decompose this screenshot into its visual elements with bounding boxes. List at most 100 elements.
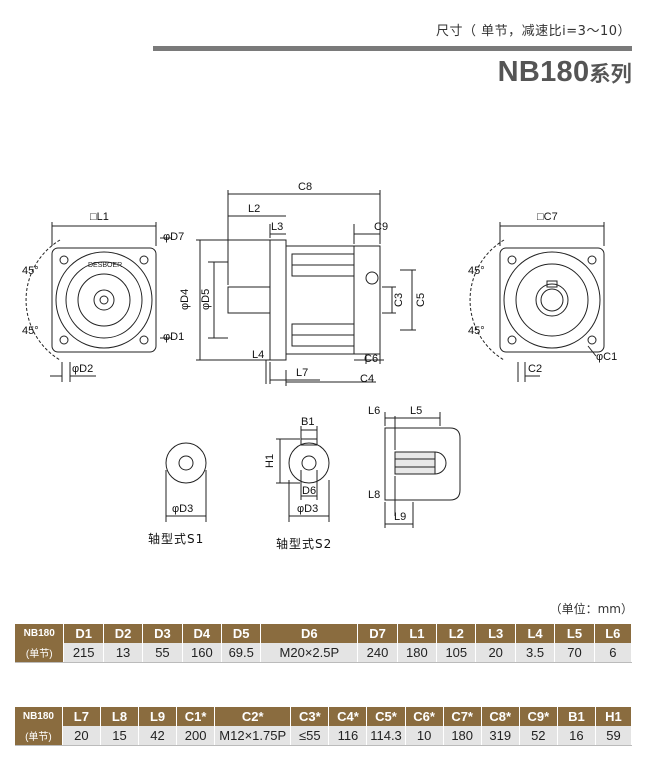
side-view [196,190,416,386]
table-value-cell: 319 [481,726,520,746]
table-value-cell: 180 [443,726,482,746]
table-value-cell: 69.5 [221,643,262,663]
input-flange-view [25,222,172,382]
shaft-s2-drawing [276,426,330,522]
title-suffix: 系列 [589,63,632,86]
output-flange-view [469,222,605,382]
dim-angle-right-top: 45° [468,265,485,277]
table-value-cell: 180 [397,643,438,663]
table-header-cell: D5 [221,624,262,643]
table-header-cell: C3* [290,707,330,726]
dim-c3: C3 [393,293,405,307]
nameplate-group: DESBOER [88,262,122,269]
table-value-cell: M12×1.75P [214,726,292,746]
table-header-cell: C2* [214,707,292,726]
table-header-cell: C1* [176,707,216,726]
table-header-cell: C6* [405,707,444,726]
table-value-cell: 160 [182,643,223,663]
table-header-cell: B1 [557,707,596,726]
table-value-cell: 215 [63,643,104,663]
dim-l6: L6 [368,405,380,417]
table-header-cell: D7 [357,624,398,643]
table-2-header-row: NB180 L7 L8 L9 C1* C2* C3* C4* C5* C6* C… [15,707,633,726]
dim-d6: D6 [302,485,316,497]
table-value-cell: 70 [554,643,595,663]
table-1-section: (单节) [15,643,65,663]
table-header-cell: L2 [436,624,477,643]
dim-c5: C5 [415,293,427,307]
dim-d5: φD5 [200,289,212,310]
table-header-cell: D1 [63,624,104,643]
dim-l5: L5 [410,405,422,417]
page-subtitle: 尺寸（ 单节，减速比i=3～10） [436,24,631,39]
table-header-cell: L3 [475,624,516,643]
table-header-cell: H1 [595,707,633,726]
table-value-cell: 55 [142,643,183,663]
dim-c8: C8 [298,181,312,193]
table-header-cell: C9* [519,707,558,726]
dim-b1: B1 [301,416,314,428]
table-2-model: NB180 [15,707,63,726]
table-header-cell: C4* [328,707,368,726]
title-rule [153,46,632,51]
table-value-cell: ≤55 [290,726,330,746]
table-header-cell: C5* [366,707,406,726]
table-value-cell: 3.5 [515,643,556,663]
table-header-cell: D4 [182,624,223,643]
dim-c6: C6 [364,353,378,365]
table-value-cell: 20 [62,726,101,746]
table-value-cell: M20×2.5P [260,643,359,663]
dim-d1: φD1 [163,331,184,343]
table-value-cell: 42 [138,726,178,746]
table-header-cell: L4 [515,624,556,643]
table-header-cell: D3 [142,624,183,643]
table-1-model: NB180 [15,624,65,643]
dim-l8: L8 [368,489,380,501]
dim-l1: □L1 [90,211,109,223]
unit-note: （单位：mm） [549,602,633,616]
table-value-cell: 240 [357,643,398,663]
table-value-cell: 13 [103,643,144,663]
dimension-drawing: DESBOER □L1 φD7 φD1 45° 45° φD2 C8 L2 L3… [22,181,617,551]
spec-table-1: NB180 D1 D2 D3 D4 D5 D6 D7 L1 L2 L3 L4 L… [15,624,633,663]
dim-c4: C4 [360,373,374,385]
table-1-value-row: (单节) 215 13 55 160 69.5 M20×2.5P 240 180… [15,643,633,663]
dim-d2: φD2 [72,363,93,375]
dim-angle-right-bottom: 45° [468,325,485,337]
dim-c1: φC1 [596,351,617,363]
dim-c2: C2 [528,363,542,375]
table-value-cell: 16 [557,726,596,746]
table-2-value-row: (单节) 20 15 42 200 M12×1.75P ≤55 116 114.… [15,726,633,746]
dim-l3: L3 [271,221,283,233]
table-value-cell: 116 [328,726,368,746]
dim-d7: φD7 [163,231,184,243]
table-value-cell: 114.3 [366,726,406,746]
dim-s1-d3: φD3 [172,503,193,515]
table-value-cell: 6 [594,643,633,663]
dim-l2: L2 [248,203,260,215]
dim-angle-left-bottom: 45° [22,325,39,337]
table-header-cell: L5 [554,624,595,643]
dim-s2-d3: φD3 [297,503,318,515]
table-header-cell: L6 [594,624,633,643]
shaft-s1-label: 轴型式S1 [148,531,204,546]
table-1-header-row: NB180 D1 D2 D3 D4 D5 D6 D7 L1 L2 L3 L4 L… [15,624,633,643]
page-title: NB180系列 [498,56,632,89]
title-model: NB180 [497,56,590,88]
table-value-cell: 10 [405,726,444,746]
table-value-cell: 15 [100,726,140,746]
dim-h1: H1 [264,454,276,468]
dim-d4: φD4 [179,289,191,310]
table-header-cell: L9 [138,707,178,726]
dim-angle-left-top: 45° [22,265,39,277]
dim-l9: L9 [394,511,406,523]
dim-l4: L4 [252,349,264,361]
table-header-cell: L7 [62,707,101,726]
dim-c9: C9 [374,221,388,233]
table-header-cell: C8* [481,707,520,726]
shaft-s2-label: 轴型式S2 [276,536,332,551]
dim-c7: □C7 [537,211,558,223]
spec-table-2: NB180 L7 L8 L9 C1* C2* C3* C4* C5* C6* C… [15,707,633,746]
table-header-cell: D6 [260,624,359,643]
table-header-cell: C7* [443,707,482,726]
